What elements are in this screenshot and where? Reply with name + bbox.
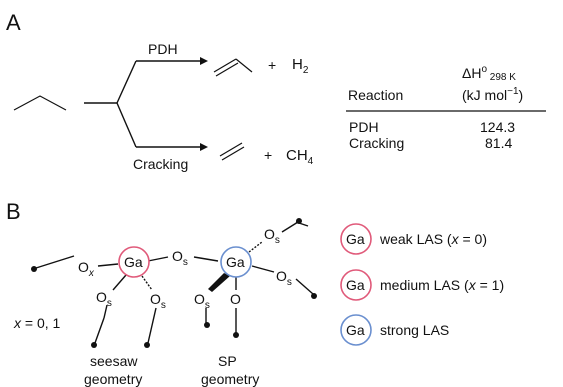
table-cell-enthalpy: 124.3 — [480, 119, 515, 135]
seesaw-geometry-label: geometry — [84, 371, 142, 387]
oxygen-ox: Ox — [78, 259, 95, 279]
oxygen-os: Os — [194, 291, 210, 311]
legend-ga-circle-weak — [340, 223, 372, 255]
oxygen-os: Os — [150, 291, 166, 311]
cracking-arrow-label: Cracking — [133, 156, 188, 172]
table-header-unit: (kJ mol−1) — [462, 86, 523, 103]
ga-atom-sp — [220, 246, 252, 278]
legend-item-strong: strong LAS — [380, 322, 449, 338]
table-cell-enthalpy: 81.4 — [485, 135, 512, 151]
oxygen-os-bridge: Os — [172, 248, 188, 268]
oxygen-os: Os — [264, 226, 280, 246]
plus-ch4: + — [264, 147, 272, 163]
oxygen-os: Os — [96, 289, 112, 309]
panel-b-label: B — [6, 199, 21, 224]
legend-ga-label: Ga — [346, 277, 365, 293]
ch4-product: CH4 — [286, 147, 314, 167]
ga-label: Ga — [226, 254, 245, 270]
table-cell-reaction: PDH — [349, 119, 379, 135]
panel-a-label: A — [6, 10, 21, 35]
reaction-branch-arrows — [84, 57, 208, 151]
sp-geometry-label: SP — [218, 353, 237, 369]
propylene-molecule — [213, 58, 253, 77]
enthalpy-table: Reaction ΔHo 298 K (kJ mol−1) PDH 124.3 … — [346, 64, 546, 151]
ga-atom-seesaw — [118, 246, 150, 278]
pdh-arrow-label: PDH — [148, 41, 178, 57]
seesaw-geometry-label: seesaw — [90, 353, 138, 369]
propane-molecule — [13, 95, 67, 111]
table-header-enthalpy: ΔHo 298 K — [462, 64, 516, 83]
ethylene-molecule — [219, 142, 245, 161]
table-cell-reaction: Cracking — [349, 135, 404, 151]
legend-ga-label: Ga — [346, 322, 365, 338]
legend-ga-circle-strong — [340, 314, 372, 346]
legend-item-medium: medium LAS (x = 1) — [380, 277, 504, 293]
legend-ga-circle-medium — [340, 269, 372, 301]
terminal-atoms — [31, 218, 317, 348]
oxygen-o: O — [230, 291, 241, 307]
legend-ga-label: Ga — [346, 231, 365, 247]
oxygen-os: Os — [276, 268, 292, 288]
table-header-reaction: Reaction — [348, 87, 403, 103]
ga-label: Ga — [124, 254, 143, 270]
x-values-label: x = 0, 1 — [13, 315, 61, 331]
cluster-bonds — [35, 221, 314, 344]
plus-h2: + — [268, 57, 276, 73]
legend: Ga weak LAS (x = 0) Ga medium LAS (x = 1… — [340, 223, 504, 346]
sp-geometry-label: geometry — [201, 371, 259, 387]
legend-item-weak: weak LAS (x = 0) — [379, 231, 487, 247]
h2-product: H2 — [292, 56, 309, 76]
